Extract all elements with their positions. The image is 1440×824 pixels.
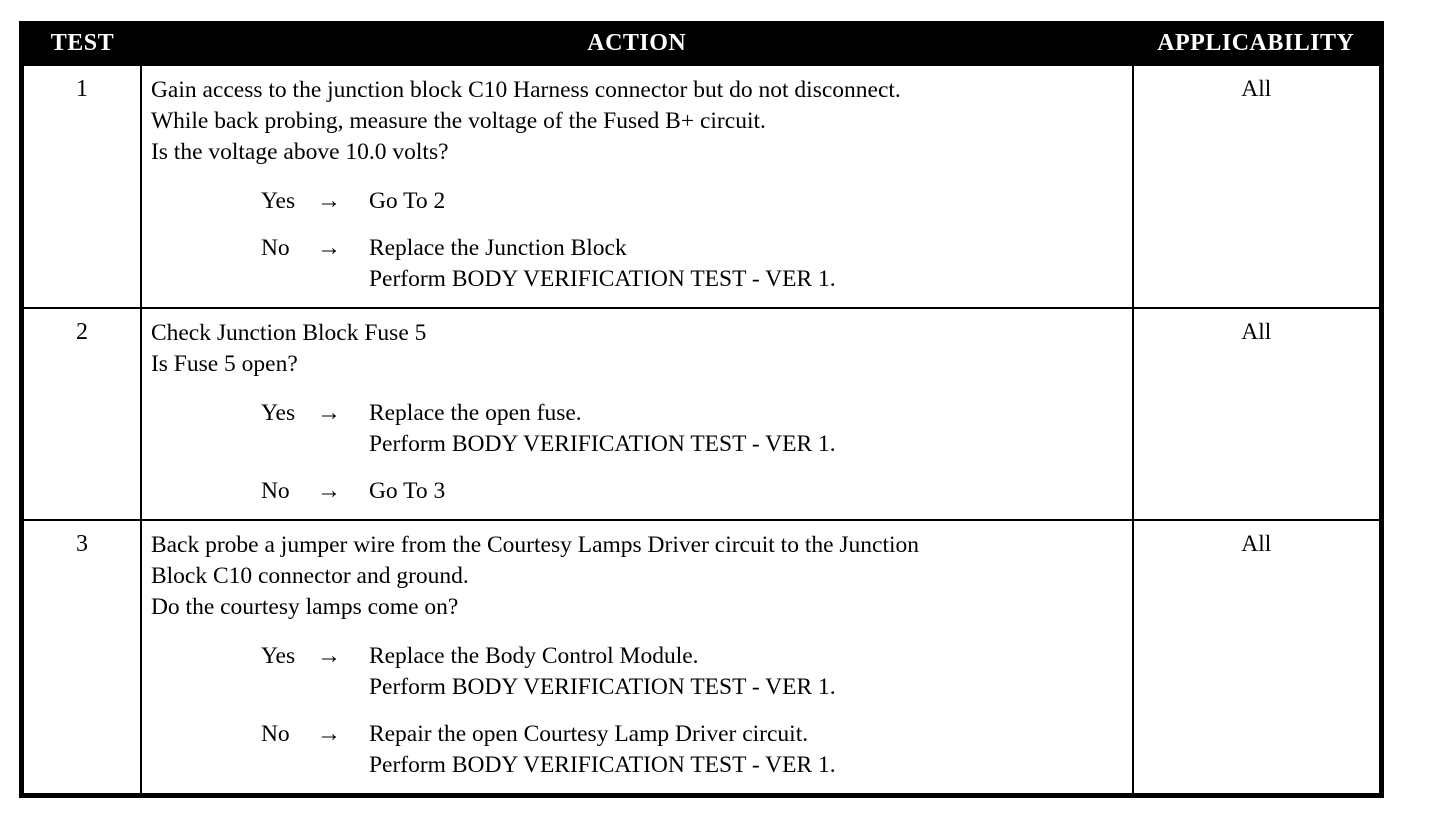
applicability-cell: All [1131, 519, 1383, 797]
right-arrow-icon: → [316, 400, 341, 427]
branch-answer-label: No [260, 235, 290, 262]
branch-result: Go To 3 [369, 476, 1126, 507]
action-stem-line: Check Junction Block Fuse 5 [150, 320, 427, 347]
column-header-action: ACTION [140, 23, 1133, 65]
action-cell: Gain access to the junction block C10 Ha… [139, 63, 1134, 310]
action-stem-line: Is Fuse 5 open? [150, 351, 298, 378]
action-cell: Back probe a jumper wire from the Courte… [139, 519, 1134, 797]
branch-answer-label: Yes [260, 188, 296, 215]
action-stem-line: Back probe a jumper wire from the Courte… [150, 532, 920, 559]
right-arrow-icon: → [316, 721, 341, 748]
branch-result-line: Perform BODY VERIFICATION TEST - VER 1. [368, 752, 836, 779]
applicability-cell: All [1131, 63, 1383, 310]
table-row: 3 Back probe a jumper wire from the Court… [20, 519, 1383, 797]
branch-result-line: Replace the open fuse. [368, 400, 582, 427]
table-header-row: TEST ACTION APPLICABILITY [21, 23, 1382, 65]
table-header: TEST ACTION APPLICABILITY [21, 23, 1382, 65]
action-stem-line: Block C10 connector and ground. [150, 563, 469, 590]
action-stem: Back probe a jumper wire from the Courte… [151, 530, 1126, 623]
right-arrow-icon: → [316, 235, 341, 262]
table-body: 1 Gain access to the junction block C10 H… [20, 63, 1383, 797]
branch-result-line: Replace the Body Control Module. [368, 643, 699, 670]
action-stem-line: While back probing, measure the voltage … [150, 108, 766, 135]
column-header-test: TEST [21, 23, 141, 65]
branch-result-line: Repair the open Courtesy Lamp Driver cir… [368, 721, 809, 748]
action-branch: No → Repair the open Courtesy Lamp Driver … [151, 719, 1126, 781]
branch-answer-label: Yes [260, 643, 296, 670]
branch-answer-label: Yes [260, 400, 296, 427]
applicability-cell: All [1131, 307, 1383, 522]
action-branches: Yes → Go To 2 No → Replace the Junction Block… [151, 186, 1126, 295]
branch-result-line: Replace the Junction Block [368, 235, 627, 262]
branch-result-line: Perform BODY VERIFICATION TEST - VER 1. [368, 674, 836, 701]
right-arrow-icon: → [316, 188, 341, 215]
action-stem-line: Do the courtesy lamps come on? [150, 594, 459, 621]
column-header-applicability: APPLICABILITY [1132, 23, 1382, 65]
branch-result: Replace the Body Control Module. Perform … [369, 641, 1126, 703]
branch-result: Repair the open Courtesy Lamp Driver cir… [369, 719, 1126, 781]
test-number-cell: 3 [20, 519, 142, 797]
right-arrow-icon: → [316, 643, 341, 670]
table-row: 2 Check Junction Block Fuse 5 Is Fuse 5 op… [20, 307, 1383, 522]
action-branch: Yes → Go To 2 [151, 186, 1126, 217]
branch-result-line: Go To 2 [368, 188, 446, 215]
action-stem: Check Junction Block Fuse 5 Is Fuse 5 ope… [151, 318, 1126, 380]
action-cell: Check Junction Block Fuse 5 Is Fuse 5 ope… [139, 307, 1134, 522]
test-number-cell: 1 [20, 63, 142, 310]
branch-answer-label: No [260, 721, 290, 748]
branch-result: Go To 2 [369, 186, 1126, 217]
branch-answer-label: No [260, 478, 290, 505]
branch-result-line: Go To 3 [368, 478, 446, 505]
right-arrow-icon: → [316, 478, 341, 505]
action-branch: Yes → Replace the open fuse. Perform BODY V… [151, 398, 1126, 460]
action-stem-line: Gain access to the junction block C10 Ha… [150, 77, 901, 103]
action-branches: Yes → Replace the Body Control Module. Perf… [151, 641, 1126, 781]
test-number-cell: 2 [20, 307, 142, 522]
diagnostic-test-table: TEST ACTION APPLICABILITY 1 Gain access t… [19, 21, 1384, 799]
action-stem-line: Is the voltage above 10.0 volts? [150, 139, 449, 166]
action-branches: Yes → Replace the open fuse. Perform BODY V… [151, 398, 1126, 507]
action-branch: No → Go To 3 [151, 476, 1126, 507]
branch-result-line: Perform BODY VERIFICATION TEST - VER 1. [368, 431, 836, 458]
action-stem: Gain access to the junction block C10 Ha… [151, 75, 1126, 168]
branch-result-line: Perform BODY VERIFICATION TEST - VER 1. [368, 266, 836, 293]
branch-result: Replace the open fuse. Perform BODY VERIF… [369, 398, 1126, 460]
action-branch: Yes → Replace the Body Control Module. Perf… [151, 641, 1126, 703]
table-row: 1 Gain access to the junction block C10 H… [20, 63, 1383, 310]
